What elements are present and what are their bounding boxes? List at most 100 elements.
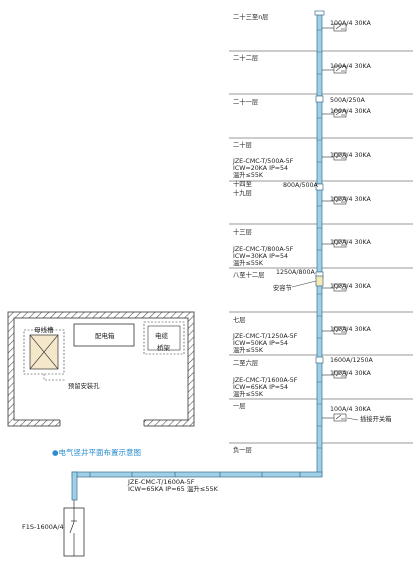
breaker-box	[333, 239, 347, 248]
busway-spec-line: 温升≤55K	[233, 172, 264, 179]
breaker-switch	[335, 284, 342, 290]
busway-spec-line: 温升≤55K	[233, 260, 264, 267]
busway-spec-line: ICW=50KA IP=54	[233, 340, 289, 347]
breaker-label: 100A/4 30KA	[330, 326, 371, 333]
busway-vertical	[316, 13, 323, 477]
reducer-label: 1250A/800A	[276, 269, 315, 276]
floor-label: 二至六层	[233, 360, 259, 367]
breaker-icon	[333, 65, 347, 74]
floor-label: 负一层	[233, 447, 252, 454]
breaker-icon	[333, 109, 347, 118]
breaker-box	[333, 326, 347, 335]
busway-spec-line: JZE-CMC-T/800A-5F	[233, 246, 294, 253]
breaker-switch	[335, 414, 342, 420]
panel-box	[73, 323, 135, 347]
breaker-box	[333, 370, 347, 379]
floor-label: 十三层	[233, 229, 252, 236]
busway-horizontal	[71, 471, 323, 478]
busway-spec-line: ICW=30KA IP=54	[233, 253, 289, 260]
expansion-label: 安容节	[273, 285, 292, 292]
breaker-icon	[333, 239, 347, 248]
floor-label: 十九层	[233, 190, 252, 197]
breaker-box	[333, 109, 347, 118]
shaft-plan	[7, 311, 195, 427]
busway-spec-line: JZE-CMC-T/1250A-5F	[233, 333, 298, 340]
breaker-box	[333, 23, 347, 32]
breaker-switch	[335, 110, 342, 116]
busway-drop	[71, 471, 78, 501]
breaker-label: 100A/4 30KA	[330, 239, 371, 246]
floor-label: 二十三至n层	[233, 14, 269, 21]
breaker-switch	[335, 197, 342, 203]
bottom-spec-line1: JZE-CMC-T/1600A-5F	[128, 478, 195, 486]
breaker-box	[333, 413, 347, 422]
breaker-label: 100A/4 30KA	[330, 63, 371, 70]
door-opening	[60, 419, 144, 427]
breaker-label: 100A/4 30KA	[330, 20, 371, 27]
floor-label: 一层	[233, 403, 246, 410]
breaker-box	[333, 65, 347, 74]
busway-spec-line: JZE-CMC-T/500A-5F	[233, 158, 294, 165]
busway-spec-line: 温升≤55K	[233, 347, 264, 354]
hole-label: 预留安装孔	[68, 383, 100, 390]
busway-spec-line: ICW=65KA IP=54	[233, 384, 289, 391]
breaker-label: 100A/4 30KA	[330, 108, 371, 115]
breaker-switch	[335, 371, 342, 377]
breaker-box	[333, 196, 347, 205]
breaker-switch	[335, 240, 342, 246]
breaker-icon	[333, 152, 347, 161]
busway-spec-line: JZE-CMC-T/1600A-5F	[233, 377, 298, 384]
cable-label: 电缆	[155, 332, 168, 340]
busway-spec-line: 温升≤55K	[233, 391, 264, 398]
reducer-label: 1600A/1250A	[330, 357, 373, 364]
breaker-icon	[333, 370, 347, 379]
reducer-joint	[315, 356, 324, 364]
expansion-leader	[291, 280, 317, 288]
rack-label: 桥架	[157, 344, 170, 352]
plan-caption: ●电气竖井平面布置示意图	[52, 448, 142, 457]
breaker-label: 100A/4 30KA	[330, 196, 371, 203]
hole-leader	[43, 374, 66, 381]
breaker-switch	[335, 153, 342, 159]
floor-label: 七层	[233, 317, 246, 324]
cable-rack	[143, 321, 185, 355]
breaker-switch	[335, 24, 342, 30]
panel-label: 配电箱	[95, 332, 115, 340]
breaker-icon	[333, 283, 347, 292]
reducer-joint	[315, 95, 324, 103]
breaker-icon	[333, 413, 347, 422]
breaker-box	[333, 152, 347, 161]
plugin-leader	[346, 417, 359, 421]
source-switch-blade	[69, 521, 75, 534]
busway-room-label: 母线槽	[34, 326, 54, 334]
breaker-label: 100A/4 30KA	[330, 406, 371, 413]
floor-label: 八至十二层	[233, 272, 265, 279]
breaker-icon	[333, 23, 347, 32]
breaker-icon	[333, 196, 347, 205]
busway-spec-line: ICW=20KA IP=54	[233, 165, 289, 172]
busway-riser	[71, 10, 325, 501]
breaker-label: 100A/4 30KA	[330, 152, 371, 159]
reducer-label: 500A/250A	[330, 97, 365, 104]
floor-label: 十四至	[233, 181, 252, 188]
breaker-icon	[333, 326, 347, 335]
floor-label: 二十一层	[233, 99, 259, 106]
bottom-spec-line2: ICW=65KA IP=65 温升≤55K	[128, 485, 218, 493]
floor-label: 二十层	[233, 142, 252, 149]
breaker-box	[333, 283, 347, 292]
plugin-label: 插接开关箱	[360, 416, 392, 423]
floor-label: 二十二层	[233, 55, 259, 62]
breaker-switch	[335, 66, 342, 72]
reducer-label: 800A/500A	[283, 182, 318, 189]
breaker-label: 100A/4 30KA	[330, 283, 371, 290]
busway-cap	[314, 10, 325, 16]
breaker-label: 100A/4 30KA	[330, 370, 371, 377]
source-label: F1S-1600A/4	[22, 523, 64, 531]
busway-box-cross	[29, 334, 59, 370]
reducer-joint	[315, 183, 324, 191]
cable-rack-inner	[147, 325, 181, 351]
breaker-switch	[335, 327, 342, 333]
expansion-joint	[315, 275, 324, 287]
breaker-symbols	[63, 23, 359, 557]
